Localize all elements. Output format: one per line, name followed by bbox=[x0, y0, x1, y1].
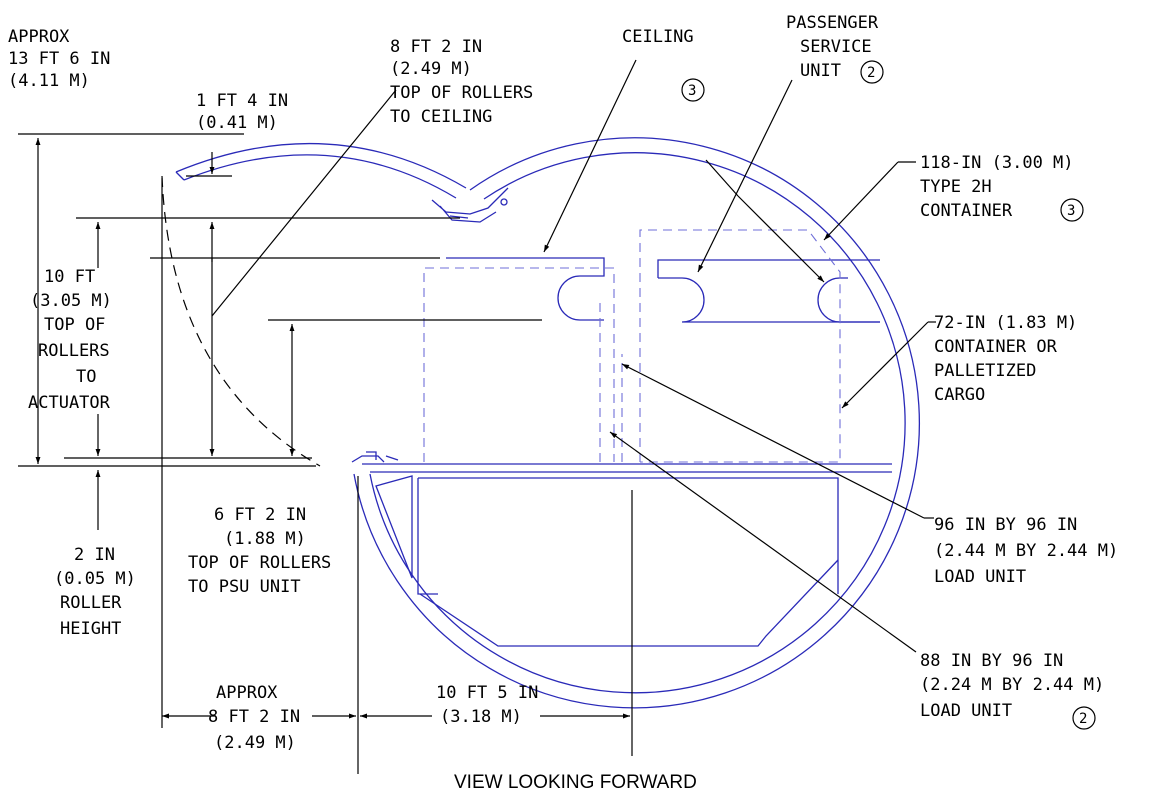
label-line: CARGO bbox=[934, 385, 985, 405]
label-line: 6 FT 2 IN bbox=[214, 505, 306, 525]
label-cargo72: 72-IN (1.83 M) CONTAINER OR PALLETIZED C… bbox=[934, 313, 1077, 405]
ceiling-panel-right bbox=[817, 277, 880, 323]
label-line: CEILING bbox=[622, 27, 694, 47]
label-line: TO CEILING bbox=[390, 107, 492, 127]
cargo-door-tip bbox=[175, 171, 185, 181]
label-line: (2.24 M BY 2.44 M) bbox=[920, 675, 1104, 695]
note-circle bbox=[681, 78, 705, 102]
label-line: 2 IN bbox=[74, 545, 115, 565]
label-line: 96 IN BY 96 IN bbox=[934, 515, 1077, 535]
label-line: LOAD UNIT bbox=[920, 701, 1012, 721]
label-line: 72-IN (1.83 M) bbox=[934, 313, 1077, 333]
label-line: UNIT bbox=[800, 61, 841, 81]
label-line: TO PSU UNIT bbox=[188, 577, 301, 597]
label-line: (0.41 M) bbox=[196, 113, 278, 133]
leader-load88 bbox=[609, 431, 917, 653]
load-unit-88 bbox=[599, 300, 623, 462]
cargo-door-outer bbox=[175, 142, 467, 189]
label-ceiling: CEILING 3 bbox=[622, 27, 705, 102]
label-line: 88 IN BY 96 IN bbox=[920, 651, 1063, 671]
note-number: 2 bbox=[1079, 711, 1087, 727]
label-line: LOAD UNIT bbox=[934, 567, 1026, 587]
label-line: (2.49 M) bbox=[214, 733, 296, 753]
hinge-pin bbox=[500, 198, 508, 206]
label-line: TYPE 2H bbox=[920, 177, 992, 197]
label-line: APPROX bbox=[8, 27, 70, 47]
label-line: 10 FT bbox=[44, 267, 95, 287]
label-line: HEIGHT bbox=[60, 619, 121, 639]
label-line: TOP OF bbox=[44, 315, 105, 335]
label-line: TO bbox=[76, 367, 96, 387]
label-line: CONTAINER OR bbox=[934, 337, 1058, 357]
label-line: ROLLERS bbox=[38, 341, 110, 361]
label-rollers-to-actuator: 10 FT (3.05 M) TOP OF ROLLERS TO ACTUATO… bbox=[28, 267, 112, 413]
label-rollers-to-ceiling: 8 FT 2 IN (2.49 M) TOP OF ROLLERS TO CEI… bbox=[390, 37, 533, 127]
label-centerline-offset: 10 FT 5 IN (3.18 M) bbox=[436, 683, 538, 727]
fuselage-outer-skin bbox=[353, 137, 920, 709]
label-line: (1.88 M) bbox=[224, 529, 306, 549]
label-line: APPROX bbox=[216, 683, 278, 703]
label-line: (2.44 M BY 2.44 M) bbox=[934, 541, 1118, 561]
label-line: ROLLER bbox=[60, 593, 122, 613]
leader-psu bbox=[697, 79, 793, 273]
cargo-door-inner bbox=[183, 154, 457, 199]
leader-ceiling bbox=[543, 59, 637, 253]
note-circle bbox=[1060, 198, 1084, 222]
cargo-floor bbox=[351, 451, 892, 473]
label-rollers-to-psu: 6 FT 2 IN (1.88 M) TOP OF ROLLERS TO PSU… bbox=[188, 505, 331, 597]
label-line: 118-IN (3.00 M) bbox=[920, 153, 1074, 173]
label-line: 10 FT 5 IN bbox=[436, 683, 538, 703]
label-door-thickness: 1 FT 4 IN (0.41 M) bbox=[196, 91, 288, 133]
lower-cargo-bay bbox=[375, 475, 839, 647]
leader-load96 bbox=[621, 363, 925, 519]
dimension-lines bbox=[18, 59, 936, 774]
load-unit-96 bbox=[423, 267, 615, 462]
leader-cargo72 bbox=[841, 321, 929, 409]
containers bbox=[423, 229, 841, 463]
diagram-caption: VIEW LOOKING FORWARD bbox=[454, 772, 697, 793]
ceiling-and-psu bbox=[446, 257, 880, 323]
note-circle bbox=[860, 60, 884, 84]
fuselage-outline bbox=[175, 137, 920, 709]
door-swing-arc bbox=[161, 175, 321, 467]
label-line: 13 FT 6 IN bbox=[8, 49, 110, 69]
label-line: (3.05 M) bbox=[30, 291, 112, 311]
label-line: ACTUATOR bbox=[28, 393, 111, 413]
label-load88: 88 IN BY 96 IN (2.24 M BY 2.44 M) LOAD U… bbox=[920, 651, 1104, 730]
door-hinge-actuator bbox=[431, 187, 509, 223]
note-number: 3 bbox=[688, 83, 696, 99]
label-approx-height: APPROX 13 FT 6 IN (4.11 M) bbox=[8, 27, 110, 91]
label-line: 8 FT 2 IN bbox=[390, 37, 482, 57]
note-circle bbox=[1072, 706, 1096, 730]
label-door-offset: APPROX 8 FT 2 IN (2.49 M) bbox=[208, 683, 300, 753]
label-line: TOP OF ROLLERS bbox=[188, 553, 331, 573]
label-line: SERVICE bbox=[800, 37, 872, 57]
label-line: 1 FT 4 IN bbox=[196, 91, 288, 111]
type-2h-container bbox=[639, 229, 841, 463]
leader-type2h bbox=[823, 161, 899, 241]
leader-psu-2 bbox=[737, 195, 825, 283]
label-line: CONTAINER bbox=[920, 201, 1013, 221]
note-number: 2 bbox=[867, 65, 875, 81]
leader-rollers-to-ceiling bbox=[211, 89, 397, 317]
ceiling-panel-left bbox=[446, 257, 605, 321]
note-number: 3 bbox=[1067, 203, 1075, 219]
label-roller-height: 2 IN (0.05 M) ROLLER HEIGHT bbox=[54, 545, 136, 639]
fuselage-inner-skin bbox=[369, 152, 906, 694]
label-line: (0.05 M) bbox=[54, 569, 136, 589]
label-line: PALLETIZED bbox=[934, 361, 1036, 381]
label-load96: 96 IN BY 96 IN (2.44 M BY 2.44 M) LOAD U… bbox=[934, 515, 1118, 587]
label-line: (2.49 M) bbox=[390, 59, 472, 79]
label-line: 8 FT 2 IN bbox=[208, 707, 300, 727]
psu-unit bbox=[657, 259, 880, 323]
label-line: TOP OF ROLLERS bbox=[390, 83, 533, 103]
label-psu: PASSENGER SERVICE UNIT 2 bbox=[786, 13, 884, 84]
label-type2h: 118-IN (3.00 M) TYPE 2H CONTAINER 3 bbox=[920, 153, 1084, 222]
label-line: (3.18 M) bbox=[440, 707, 522, 727]
label-line: (4.11 M) bbox=[8, 71, 90, 91]
label-line: PASSENGER bbox=[786, 13, 879, 33]
